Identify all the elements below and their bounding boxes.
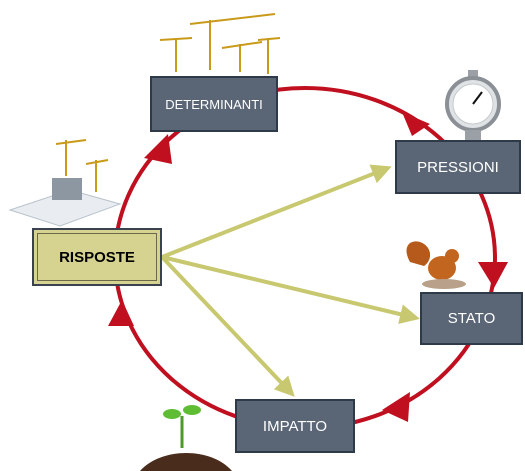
node-pressioni-label: PRESSIONI — [417, 158, 499, 176]
node-impatto-label: IMPATTO — [262, 417, 328, 435]
response-arrows — [160, 164, 420, 397]
arrow-risposte-impatto — [160, 255, 295, 397]
pressure-gauge-icon — [445, 70, 501, 140]
node-stato: STATO — [420, 292, 523, 345]
node-determinanti-label: DETERMINANTI — [165, 96, 263, 112]
node-risposte-label: RISPOSTE — [59, 248, 135, 266]
squirrel-icon — [406, 241, 466, 289]
arrowhead-to-pressioni — [402, 112, 430, 136]
node-impatto: IMPATTO — [235, 399, 355, 453]
node-determinanti: DETERMINANTI — [150, 76, 278, 132]
node-pressioni: PRESSIONI — [395, 140, 521, 194]
arrowhead-to-stato — [478, 262, 508, 288]
node-stato-label: STATO — [447, 310, 496, 327]
sprout-in-soil-icon — [140, 405, 232, 471]
arrowhead-to-determinanti — [144, 134, 172, 164]
node-risposte: RISPOSTE — [32, 228, 162, 286]
construction-cranes-icon — [159, 13, 281, 74]
blueprint-construction-icon — [8, 139, 122, 227]
arrow-risposte-pressioni — [161, 164, 392, 259]
arrow-risposte-stato — [161, 255, 420, 324]
arrowhead-to-risposte — [108, 300, 134, 326]
arrowhead-to-impatto — [382, 392, 410, 422]
cycle-arrowheads — [108, 112, 508, 422]
